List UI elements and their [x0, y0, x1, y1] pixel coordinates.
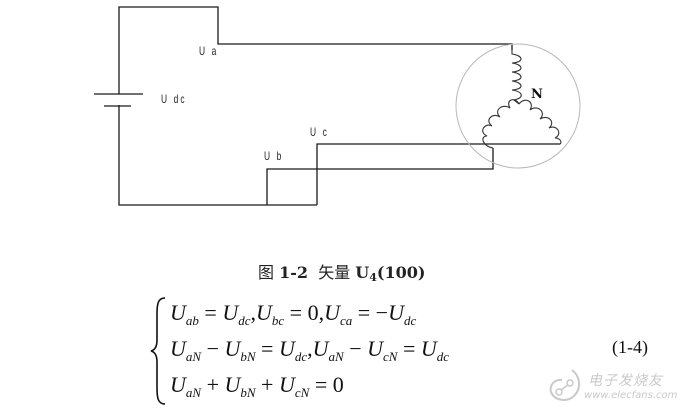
label-neutral: N [531, 87, 543, 102]
caption-vector-symbol: U [355, 263, 370, 282]
watermark-name: 电子发烧友 [588, 373, 663, 389]
equation-line-2: UaN − UbN = Udc,UaN − UcN = Udc [170, 336, 450, 364]
caption-prefix: 图 [258, 263, 275, 282]
equation-line-3: UaN + UbN + UcN = 0 [170, 372, 344, 400]
motor-windings [482, 50, 562, 149]
caption-vector-subscript: 4 [369, 271, 377, 284]
label-ub: U b [264, 149, 284, 163]
figure-caption: 图 1-2 矢量 U4(100) [258, 259, 425, 284]
circuit-diagram [94, 6, 581, 206]
label-udc: U dc [161, 92, 187, 106]
phase-c-wire [316, 143, 560, 205]
watermark-logo-icon [549, 369, 580, 401]
label-uc: U c [310, 125, 329, 139]
caption-vector-state: (100) [376, 263, 426, 282]
phase-b-wire [266, 148, 494, 205]
motor-circle [455, 43, 581, 169]
equation-line-1: Uab = Udc,Ubc = 0,Uca = −Udc [170, 300, 417, 328]
caption-number: 1-2 [279, 263, 309, 282]
dc-positive-wire [118, 6, 513, 94]
label-ua: U a [199, 44, 219, 58]
equation-number: (1-4) [612, 337, 648, 357]
left-brace-icon [150, 297, 166, 405]
watermark-url: www.elecfans.com [584, 390, 678, 401]
caption-title: 矢量 [318, 263, 351, 282]
dc-negative-wire [118, 105, 317, 206]
